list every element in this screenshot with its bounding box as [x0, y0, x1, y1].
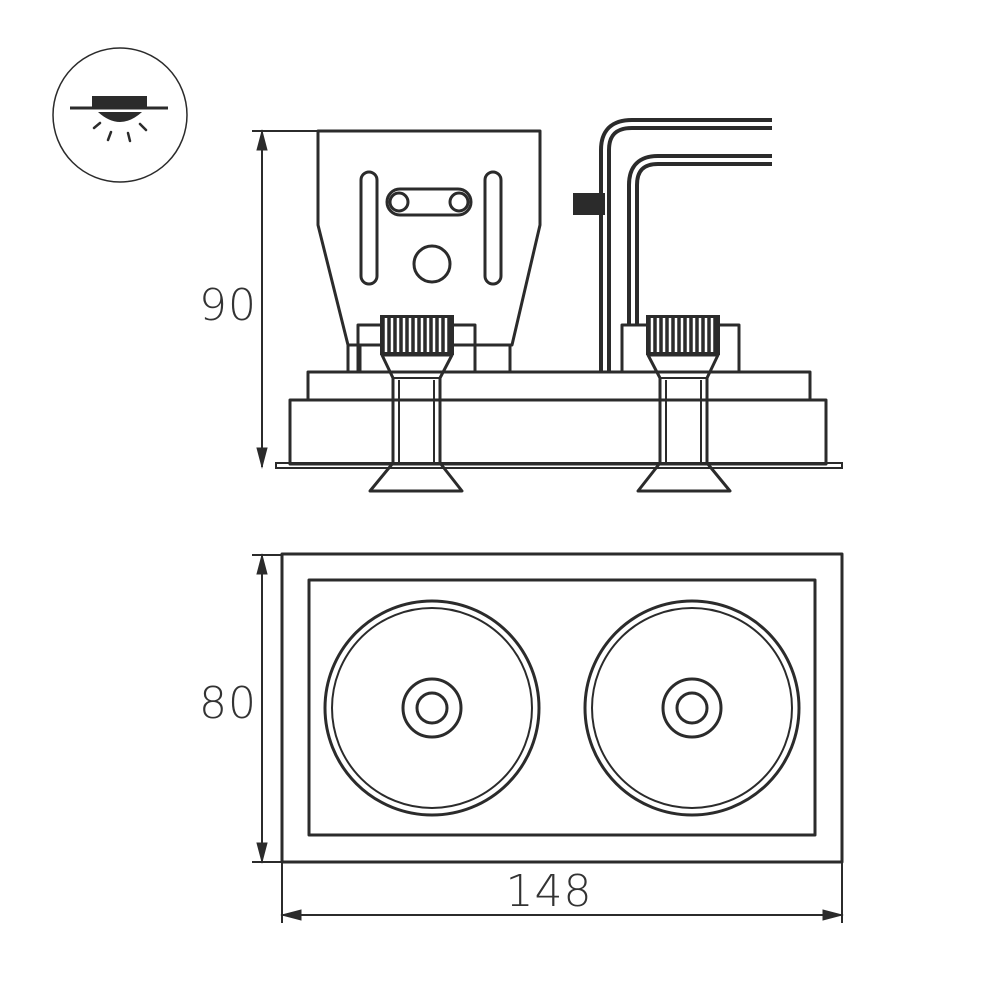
power-cable	[573, 118, 772, 372]
spot-module-left	[356, 315, 477, 493]
width-dimension-label: 148	[506, 866, 593, 917]
mounting-bracket	[316, 129, 542, 374]
width-dimension-line	[280, 862, 844, 923]
height-dimension-line	[252, 129, 318, 469]
housing-body	[275, 370, 843, 469]
front-frame	[280, 552, 844, 864]
lamp-left	[323, 599, 541, 817]
recessed-ceiling-light-icon	[52, 47, 188, 183]
depth-dimension-line	[252, 553, 282, 864]
lamp-right	[583, 599, 801, 817]
side-view: 90	[199, 118, 843, 493]
spot-module-right	[620, 315, 741, 493]
depth-dimension-label: 80	[199, 678, 257, 729]
front-view: 80 148	[199, 552, 844, 923]
height-dimension-label: 90	[199, 280, 257, 331]
